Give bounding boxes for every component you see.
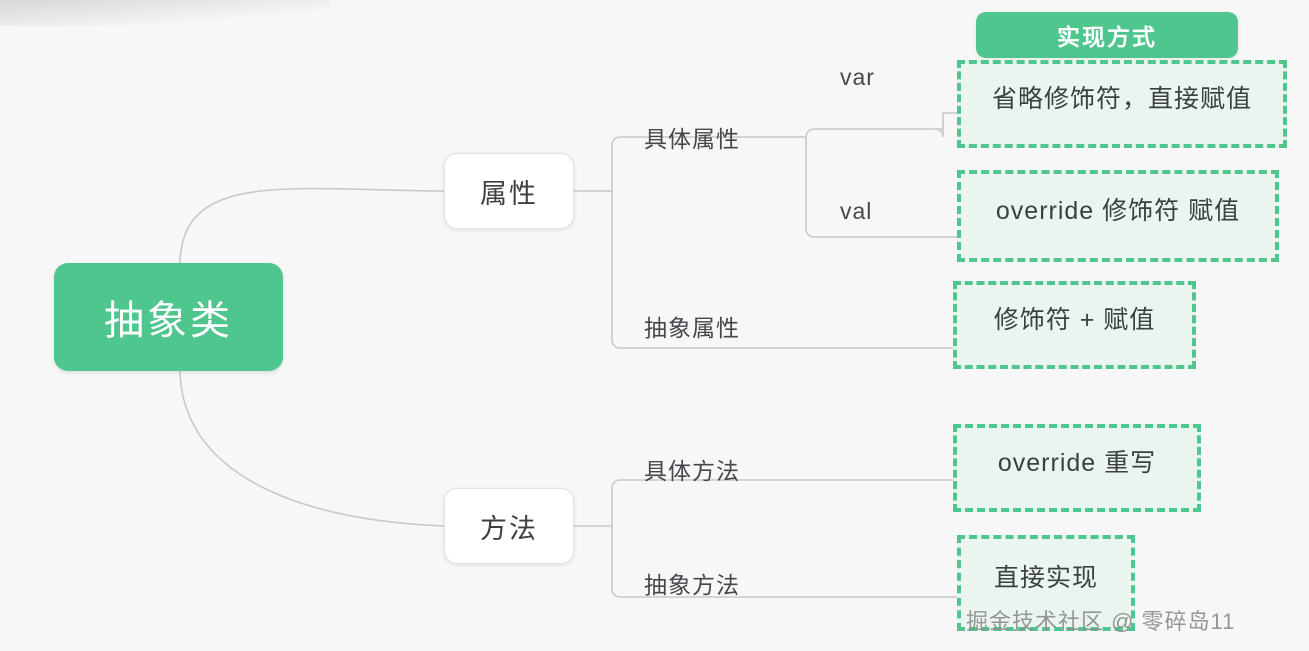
link-vv-corner-bottom	[805, 228, 815, 238]
leaf-direct-implementation-label: 直接实现	[993, 564, 1098, 592]
label-concrete-property[interactable]: 具体属性	[644, 126, 740, 152]
watermark: 掘金技术社区 @ 零碎岛11	[966, 609, 1236, 634]
branch-node-properties-label: 属性	[480, 178, 538, 209]
link-root-to-methods	[179, 370, 445, 527]
leaf-omit-modifier[interactable]: 省略修饰符，直接赋值	[957, 60, 1287, 148]
link-var-step	[814, 122, 944, 138]
label-var[interactable]: var	[840, 64, 875, 90]
leaf-override-rewrite[interactable]: override 重写	[953, 424, 1201, 512]
leaf-override-rewrite-label: override 重写	[997, 449, 1157, 477]
leaf-override-modifier-label: override 修饰符 赋值	[995, 197, 1241, 225]
root-node-label: 抽象类	[104, 299, 233, 343]
header-pill-implementation: 实现方式	[976, 12, 1238, 58]
leaf-modifier-plus-assign-label: 修饰符 + 赋值	[993, 306, 1156, 334]
root-node[interactable]: 抽象类	[54, 263, 283, 371]
link-prop-bracket-corner-bottom	[611, 339, 621, 349]
leaf-modifier-plus-assign[interactable]: 修饰符 + 赋值	[953, 281, 1196, 369]
link-meth-corner-bottom	[611, 588, 621, 598]
branch-node-properties[interactable]: 属性	[444, 153, 574, 229]
link-prop-bracket-corner-top	[611, 136, 621, 146]
link-meth-corner-top	[611, 479, 621, 489]
link-vv-corner-top	[805, 128, 815, 138]
label-abstract-property[interactable]: 抽象属性	[644, 315, 740, 341]
header-pill-label: 实现方式	[1057, 24, 1157, 50]
leaf-omit-modifier-label: 省略修饰符，直接赋值	[991, 85, 1252, 113]
label-abstract-method[interactable]: 抽象方法	[644, 572, 740, 598]
label-val[interactable]: val	[840, 198, 873, 224]
corner-shadow	[0, 0, 330, 26]
leaf-direct-implementation[interactable]: 直接实现	[957, 535, 1135, 631]
leaf-override-modifier[interactable]: override 修饰符 赋值	[957, 170, 1279, 262]
branch-node-methods[interactable]: 方法	[444, 488, 574, 564]
branch-node-methods-label: 方法	[480, 513, 538, 544]
link-root-to-properties	[179, 187, 445, 264]
label-concrete-method[interactable]: 具体方法	[644, 458, 740, 484]
